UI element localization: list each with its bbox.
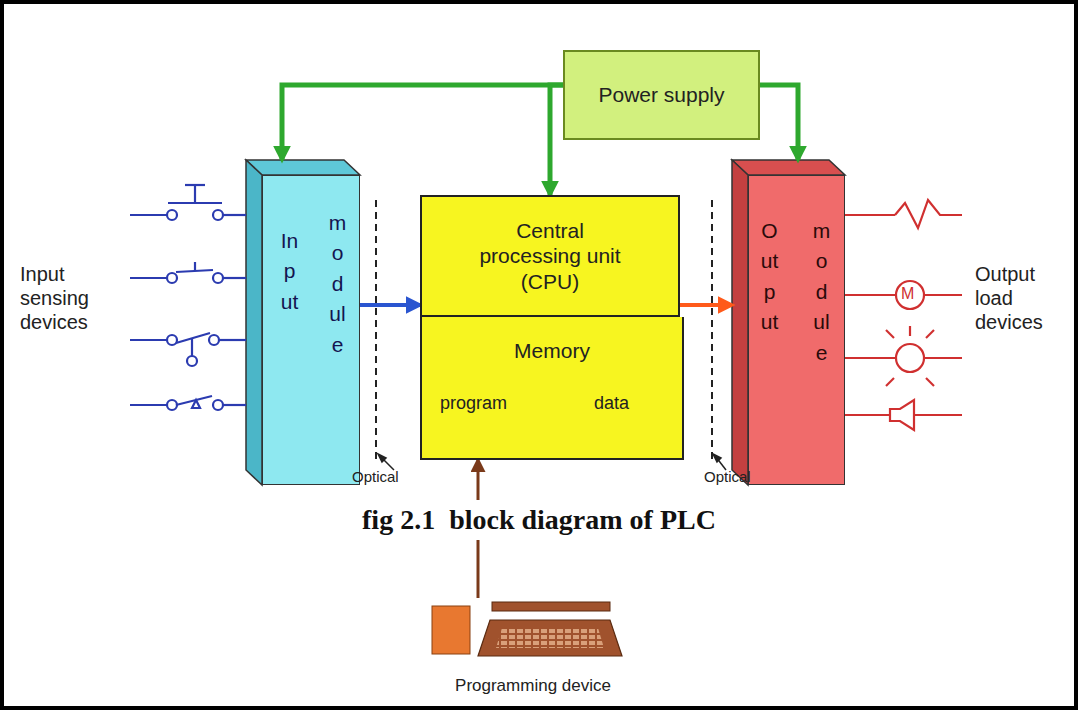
figure-caption: fig 2.1 block diagram of PLC xyxy=(346,500,732,540)
optical-isolation-line xyxy=(711,200,713,462)
computer-icon xyxy=(420,598,640,668)
arrow-connector xyxy=(760,85,798,160)
switch-symbol xyxy=(223,214,246,216)
arrow-connector xyxy=(282,85,563,160)
switch-symbol xyxy=(130,277,167,279)
load-symbol xyxy=(886,378,894,386)
computer-icon xyxy=(492,602,610,611)
node-text: Central processing unit (CPU) xyxy=(475,218,625,294)
switch-symbol xyxy=(130,404,167,406)
load-symbol xyxy=(926,378,934,386)
switch-symbol xyxy=(213,400,223,410)
load-symbol xyxy=(924,357,962,359)
computer-icon xyxy=(432,606,470,654)
leader-line xyxy=(713,454,721,462)
switch-symbol xyxy=(185,184,205,186)
node-text: Programming device xyxy=(420,676,646,696)
switch-symbol xyxy=(194,262,196,271)
switch-symbol xyxy=(191,338,193,356)
load-symbol xyxy=(896,344,924,372)
load-symbol xyxy=(845,414,890,416)
switch-symbol xyxy=(223,277,246,279)
switch-symbol xyxy=(167,273,177,283)
load-symbol xyxy=(914,414,962,416)
load-symbol xyxy=(886,330,894,338)
load-symbol xyxy=(895,200,962,228)
output-module-faces xyxy=(732,160,748,485)
optical-label: Optical xyxy=(352,468,399,485)
optical-label: Optical xyxy=(704,468,751,485)
switch-symbol xyxy=(209,335,219,345)
load-symbol xyxy=(845,294,896,296)
input-module-faces xyxy=(246,160,262,485)
load-symbol xyxy=(896,281,924,309)
switch-symbol xyxy=(167,335,177,345)
output-module-box: Output module xyxy=(748,175,845,485)
input-module-faces xyxy=(246,160,360,485)
programming-device: Programming device xyxy=(420,598,646,706)
switch-symbol xyxy=(192,400,200,408)
node-text: program xyxy=(440,393,507,414)
switch-symbol xyxy=(194,185,196,203)
power-supply-box: Power supply xyxy=(563,50,760,140)
node-text: data xyxy=(594,393,629,414)
arrow-connector xyxy=(360,303,420,307)
cpu-box: Central processing unit (CPU) xyxy=(420,195,680,317)
input-devices-label: Input sensing devices xyxy=(20,262,120,334)
load-symbol xyxy=(890,400,914,430)
node-text: Input xyxy=(279,226,300,317)
output-devices-label: Output load devices xyxy=(975,262,1067,334)
computer-icon xyxy=(478,620,622,656)
caption-row: fig 2.1 block diagram of PLC xyxy=(0,500,1078,540)
switch-symbol xyxy=(213,210,223,220)
switch-symbol xyxy=(187,356,197,366)
switch-symbol xyxy=(130,185,246,410)
leader-line xyxy=(378,454,386,462)
switch-symbol xyxy=(213,273,223,283)
arrow-connector xyxy=(550,85,563,195)
load-symbol xyxy=(926,330,934,338)
load-symbol xyxy=(845,200,962,430)
node-text: module xyxy=(327,208,348,360)
computer-icon xyxy=(496,628,604,648)
output-module-faces xyxy=(732,160,845,485)
switch-symbol xyxy=(167,210,177,220)
node-text: module xyxy=(811,216,832,368)
memory-box: Memory program data xyxy=(420,317,684,460)
optical-isolation-line xyxy=(375,200,377,462)
switch-symbol xyxy=(130,214,167,216)
motor-letter: M xyxy=(901,285,914,303)
node-text: Output xyxy=(759,216,780,338)
load-symbol xyxy=(845,357,896,359)
input-module-faces xyxy=(246,160,360,175)
load-symbol xyxy=(845,214,895,216)
load-symbol xyxy=(924,294,962,296)
switch-symbol xyxy=(130,339,167,341)
input-module-box: Input module xyxy=(262,175,360,485)
arrow-connector xyxy=(680,303,732,307)
load-symbol xyxy=(909,326,911,336)
switch-symbol xyxy=(219,339,246,341)
switch-symbol xyxy=(223,404,246,406)
node-text: Memory xyxy=(422,339,682,363)
switch-symbol xyxy=(167,400,177,410)
output-module-faces xyxy=(732,160,845,175)
node-text: Power supply xyxy=(598,83,724,107)
